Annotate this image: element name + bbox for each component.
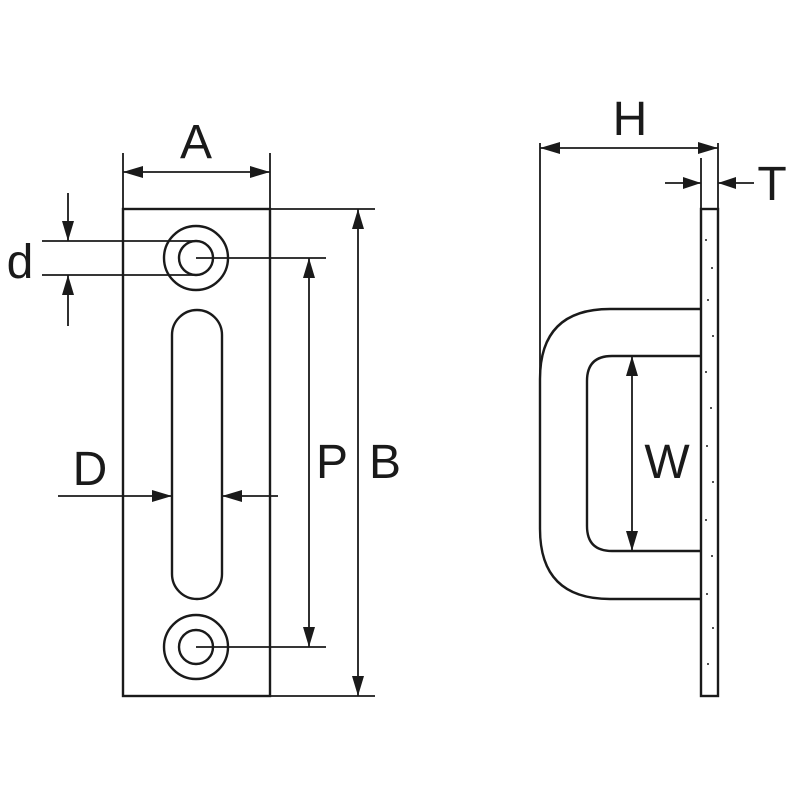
label-p: P xyxy=(316,436,348,489)
label-t: T xyxy=(757,158,786,211)
side-view xyxy=(538,143,720,698)
dimension-a: A xyxy=(122,116,271,209)
label-b: B xyxy=(369,436,401,489)
plate-edge xyxy=(699,207,720,698)
label-a: A xyxy=(180,116,212,169)
label-small-d: d xyxy=(7,236,34,289)
dimension-h: H xyxy=(539,93,718,379)
plate-edge-texture xyxy=(705,239,714,665)
dimension-t: T xyxy=(665,158,787,211)
dimension-large-d: D xyxy=(58,443,278,502)
label-large-d: D xyxy=(73,443,108,496)
center-slot xyxy=(170,308,224,601)
label-w: W xyxy=(644,436,690,489)
bail-inner xyxy=(585,354,701,553)
label-h: H xyxy=(613,93,648,146)
dimension-w: W xyxy=(626,356,690,551)
front-view xyxy=(121,207,272,698)
dimension-b: B xyxy=(270,208,401,697)
bail-outer xyxy=(538,307,701,601)
dimension-small-d: d xyxy=(7,193,196,326)
dimension-p: P xyxy=(196,257,348,648)
base-plate-outline xyxy=(121,207,272,698)
